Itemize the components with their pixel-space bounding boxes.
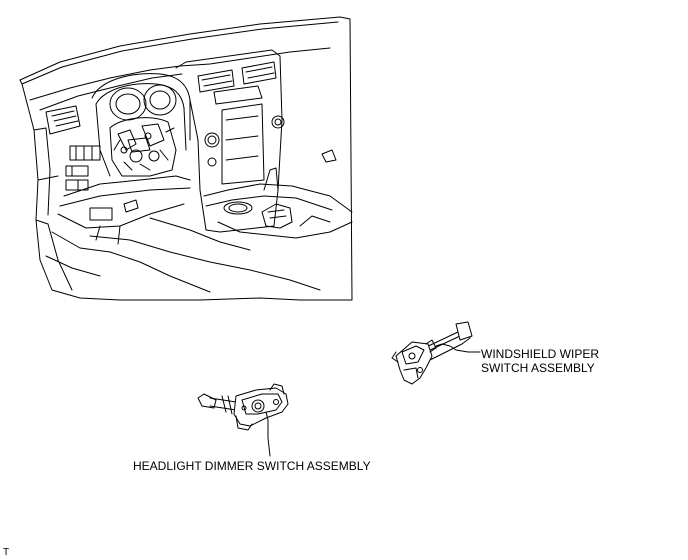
figure-code: T (3, 547, 10, 558)
headlight-dimmer-switch-label: HEADLIGHT DIMMER SWITCH ASSEMBLY (133, 459, 371, 473)
instrument-panel-drawing (19, 16, 353, 301)
wiper-label-line1: WINDSHIELD WIPER (481, 347, 600, 361)
windshield-wiper-switch-label: WINDSHIELD WIPER SWITCH ASSEMBLY (481, 347, 599, 375)
windshield-wiper-switch-drawing (391, 321, 481, 385)
headlight-dimmer-switch-drawing (197, 383, 289, 457)
wiper-label-line2: SWITCH ASSEMBLY (481, 361, 595, 375)
